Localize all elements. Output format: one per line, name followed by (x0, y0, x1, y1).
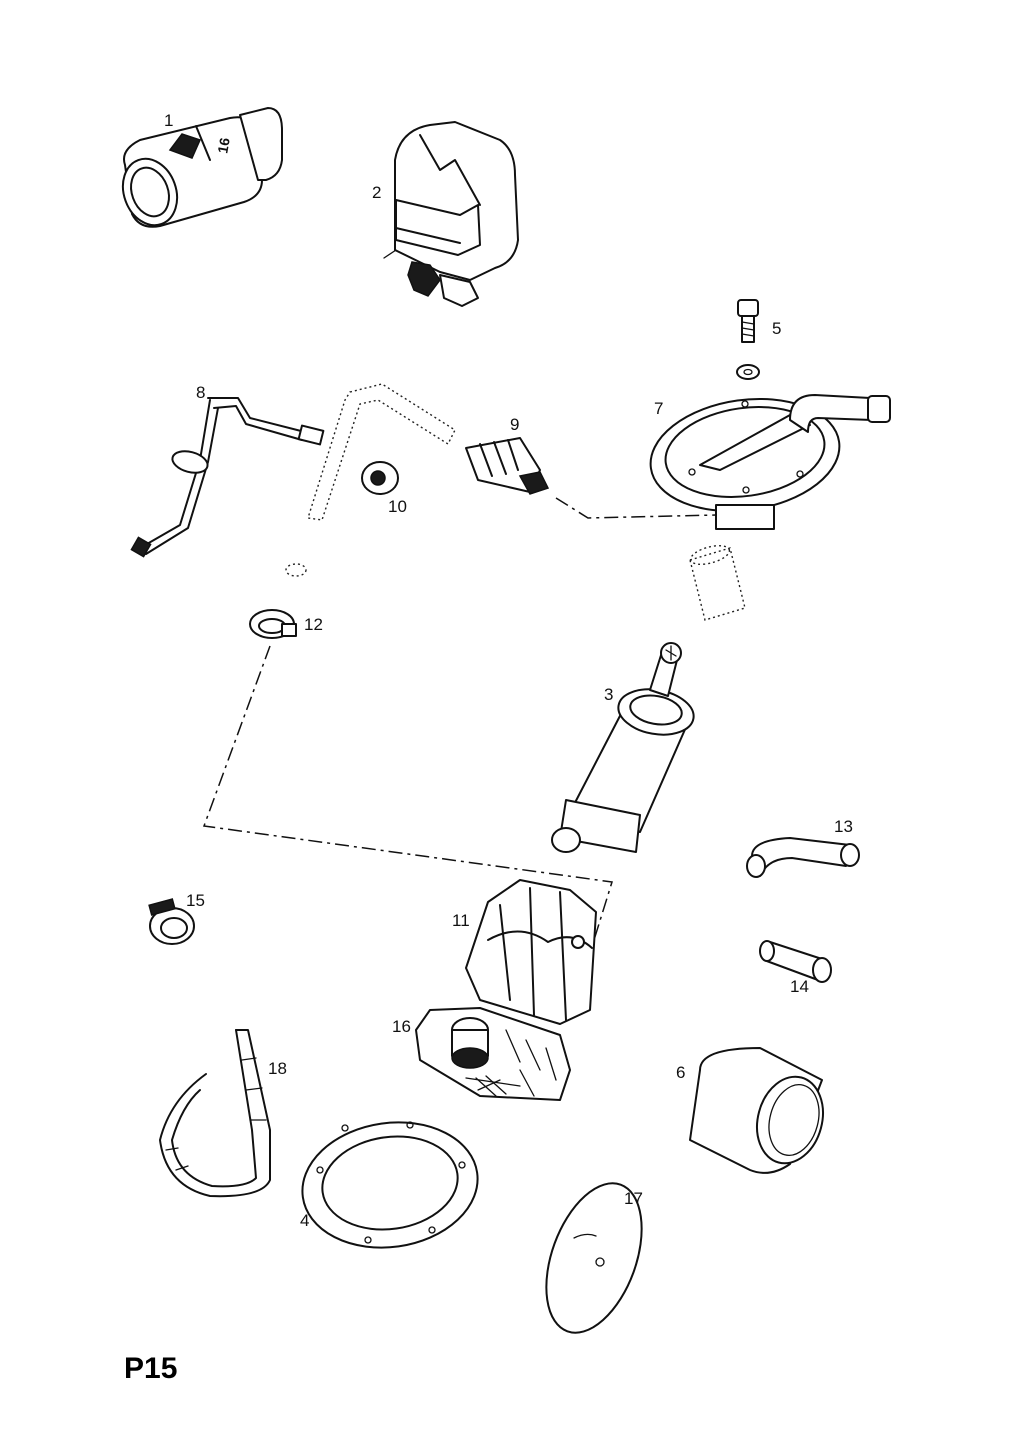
part-18-cable-tie (159, 1029, 271, 1198)
part-7-sender-flange (649, 394, 891, 530)
part-14-straight-hose (759, 940, 832, 983)
page-code: P15 (124, 1352, 177, 1385)
callout-3: 3 (604, 685, 613, 704)
callout-16: 16 (392, 1017, 411, 1036)
callout-14: 14 (790, 977, 809, 996)
callout-18: 18 (268, 1059, 287, 1078)
callout-10: 10 (388, 497, 407, 516)
callout-8: 8 (196, 383, 205, 402)
part-11-pump-holder (465, 879, 597, 1025)
part-16-prefilter (415, 1007, 571, 1101)
part-5-bolt (736, 299, 760, 380)
part-4-seal-ring (301, 1121, 479, 1249)
part-15-clamp (148, 898, 195, 945)
part-3-fuel-pump (551, 642, 695, 853)
part-6-sleeve (689, 1047, 824, 1174)
part-8-level-sensor (130, 397, 325, 558)
leader-12-11 (202, 645, 613, 941)
callout-5: 5 (772, 319, 781, 338)
callout-4: 4 (300, 1211, 309, 1230)
ghost-pipe (285, 383, 456, 577)
ghost-filter-sleeve (689, 544, 746, 621)
leader-9-7 (555, 497, 717, 519)
part-2-bracket (383, 121, 519, 307)
callout-9: 9 (510, 415, 519, 434)
part-12-clamp (249, 609, 297, 639)
callout-6: 6 (676, 1063, 685, 1082)
callout-13: 13 (834, 817, 853, 836)
part-13-bent-hose (746, 837, 860, 878)
callout-17: 17 (624, 1189, 643, 1208)
part-10-grommet (361, 461, 399, 495)
callout-11: 11 (452, 911, 470, 930)
part-17-disc (545, 1182, 643, 1334)
part-1-connector: 16 (121, 107, 283, 228)
part-9-plug (465, 437, 550, 495)
part-1-marking: 16 (214, 136, 232, 154)
callout-1: 1 (164, 111, 173, 130)
callout-15: 15 (186, 891, 205, 910)
callout-12: 12 (304, 615, 323, 634)
callout-7: 7 (654, 399, 663, 418)
callout-2: 2 (372, 183, 381, 202)
